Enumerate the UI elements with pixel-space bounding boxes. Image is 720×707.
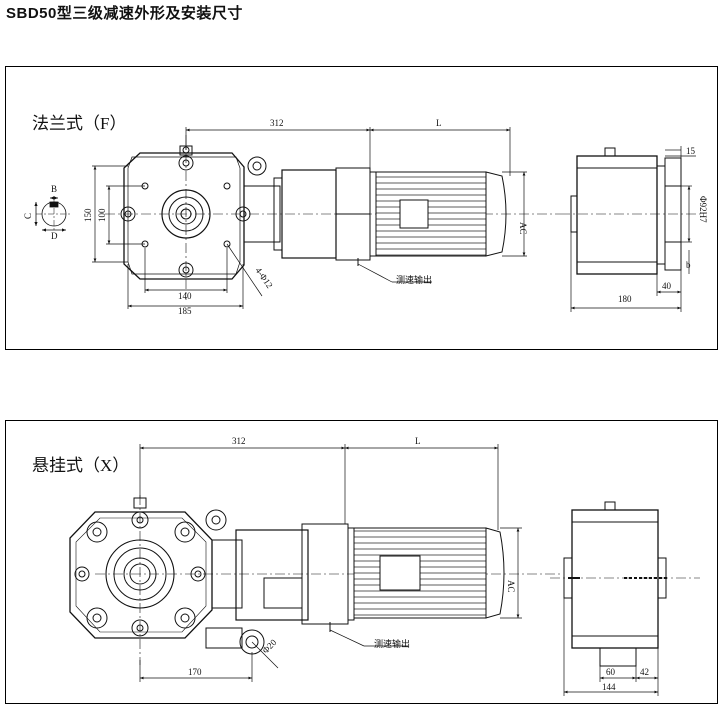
page-title: SBD50型三级减速外形及安装尺寸	[6, 5, 243, 22]
hanging-note: 测速输出	[374, 638, 410, 649]
flange-section-title: 法兰式（F）	[32, 114, 127, 133]
flange-dimensions	[92, 127, 527, 309]
hanging-dim-144: 144	[602, 682, 616, 692]
flange-dim-15: 15	[686, 146, 696, 156]
flange-hole-label: 4-Φ12	[253, 265, 274, 290]
flange-dim-L: L	[436, 118, 442, 128]
flange-dim-312: 312	[270, 118, 284, 128]
flange-dim-b: b	[686, 260, 691, 270]
hanging-dim-AC: AC	[506, 580, 516, 593]
flange-dim-C: C	[23, 213, 33, 219]
hanging-dim-42: 42	[640, 667, 649, 677]
flange-front-view	[105, 135, 560, 300]
flange-side-dimensions	[570, 146, 696, 312]
flange-dim-D: D	[51, 231, 58, 241]
flange-dim-phi92: Φ92H7	[698, 196, 708, 223]
flange-dim-180: 180	[618, 294, 632, 304]
flange-dim-100: 100	[97, 208, 107, 222]
shaft-key-detail	[34, 196, 72, 232]
hanging-dim-170: 170	[188, 667, 202, 677]
flange-dim-150: 150	[83, 208, 93, 222]
hanging-dim-60: 60	[606, 667, 616, 677]
flange-dim-AC: AC	[518, 222, 528, 235]
flange-dim-140: 140	[178, 291, 192, 301]
flange-side-view	[560, 147, 700, 275]
hanging-side-view	[550, 501, 700, 667]
flange-dim-185-label: 185	[178, 306, 192, 316]
flange-dim-40: 40	[662, 281, 672, 291]
hanging-dim-312: 312	[232, 436, 246, 446]
hanging-dim-L: L	[415, 436, 421, 446]
hanging-dimensions	[139, 444, 522, 682]
hanging-side-dimensions	[563, 598, 659, 696]
flange-dim-B: B	[51, 184, 57, 194]
flange-note: 测速输出	[396, 274, 432, 285]
hanging-section-title: 悬挂式（X）	[32, 456, 130, 475]
hanging-front-view	[69, 495, 560, 665]
